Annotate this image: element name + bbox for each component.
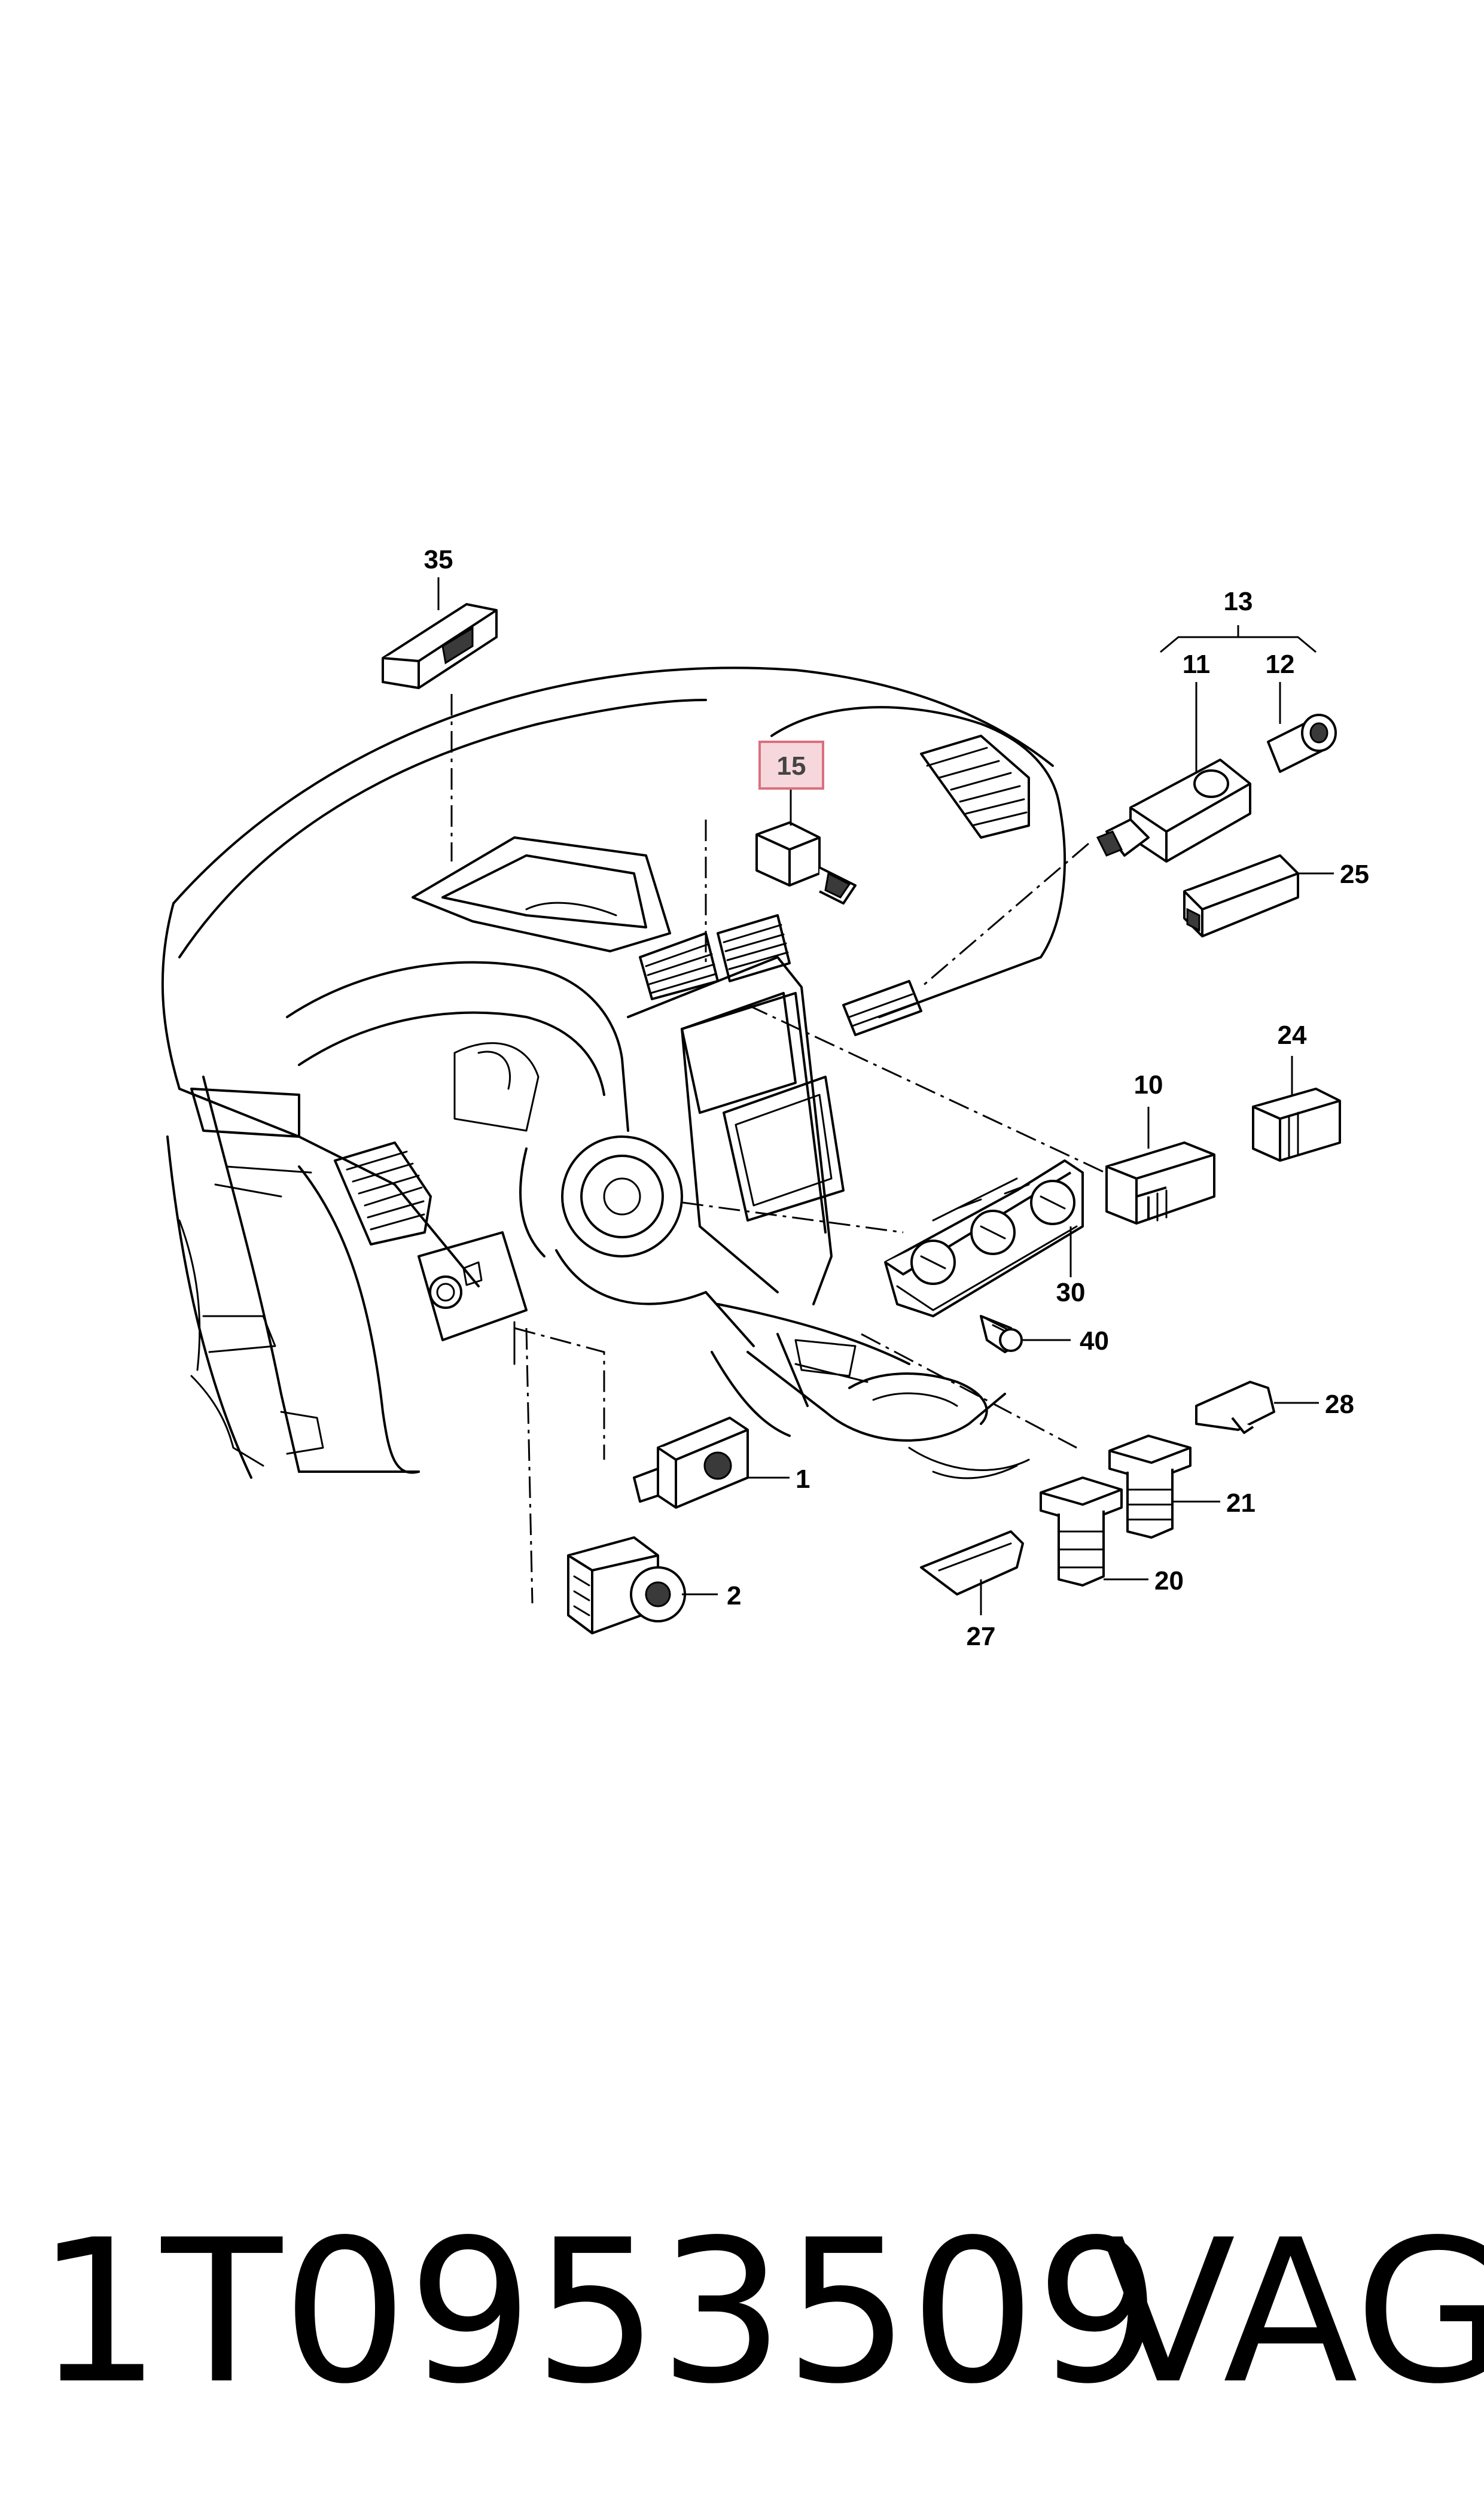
assembly-leader-lines [450, 694, 1131, 1604]
callout-leaders [437, 577, 1334, 1615]
callout-35: 35 [424, 545, 453, 574]
callout-21: 21 [1226, 1488, 1256, 1518]
part-27-cover [920, 1530, 1024, 1596]
callout-27: 27 [967, 1622, 996, 1651]
part-15-relay [755, 821, 857, 905]
callout-20: 20 [1154, 1566, 1184, 1596]
callout-15-highlight [758, 741, 824, 790]
dashboard-outline [161, 666, 1066, 1479]
callout-12: 12 [1266, 650, 1295, 679]
part-30-climate-control [884, 1159, 1084, 1317]
part-35-cap [382, 603, 498, 689]
part-25-module [1183, 854, 1299, 937]
callout-28: 28 [1325, 1390, 1354, 1419]
callout-10: 10 [1134, 1070, 1163, 1100]
part-20-blank [1040, 1476, 1123, 1587]
part-12-knob [1267, 714, 1337, 773]
callout-40: 40 [1080, 1326, 1109, 1356]
callout-25: 25 [1340, 860, 1369, 889]
part-2-light-switch [567, 1536, 686, 1634]
part-number-text: 1T0953509 [36, 2197, 1162, 2427]
part-28-cover [1195, 1381, 1275, 1434]
part-11-switch [1096, 759, 1251, 863]
part-21-blank [1108, 1435, 1192, 1539]
part-40-screw [980, 1315, 1023, 1353]
callout-24: 24 [1278, 1021, 1307, 1050]
callout-30: 30 [1056, 1278, 1086, 1307]
callout-11: 11 [1183, 650, 1211, 679]
callout-2: 2 [727, 1581, 741, 1610]
callout-15: 15 [777, 751, 806, 781]
callout-13: 13 [1224, 587, 1253, 616]
callout-labels: 35 13 11 12 15 25 24 10 30 40 28 21 20 2… [424, 545, 1369, 1651]
callout-1: 1 [796, 1464, 810, 1494]
part-24-button [1252, 1088, 1341, 1162]
part-10-switch-block [1105, 1141, 1215, 1225]
part-1-switch [633, 1417, 749, 1509]
brand-text: VAG [1101, 2197, 1484, 2427]
